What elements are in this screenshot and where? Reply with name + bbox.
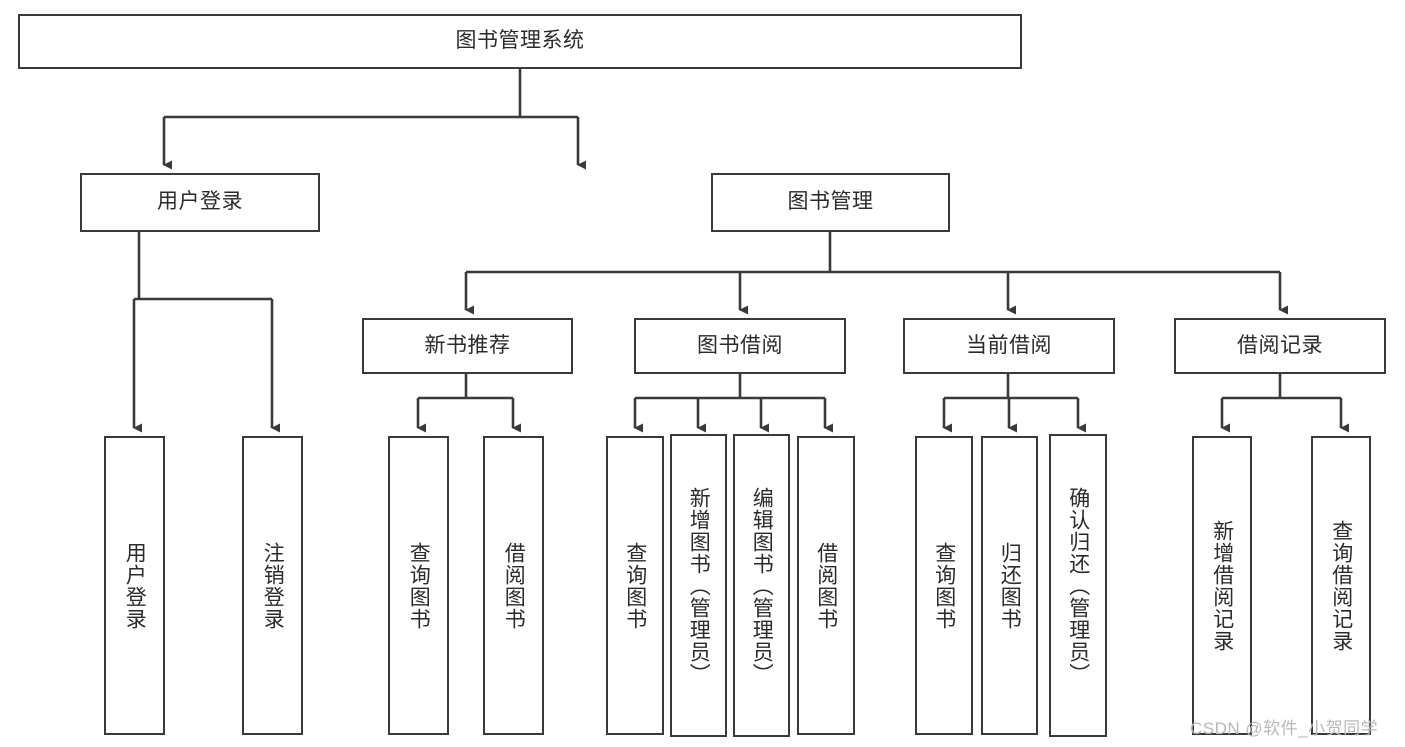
leaf-borrow-add-book-admin[interactable]: 新增图书（管理员） — [670, 434, 727, 737]
node-label: 用户登录 — [157, 190, 243, 214]
node-label: 注销登录 — [261, 541, 285, 630]
node-user-login[interactable]: 用户登录 — [80, 173, 320, 232]
leaf-user-login[interactable]: 用户登录 — [104, 436, 165, 735]
leaf-borrow-query-book[interactable]: 查询图书 — [606, 436, 664, 735]
node-current-borrow[interactable]: 当前借阅 — [903, 318, 1115, 374]
node-label: 图书管理系统 — [455, 29, 585, 53]
leaf-current-query-book[interactable]: 查询图书 — [915, 436, 973, 735]
node-label: 新增借阅记录 — [1210, 519, 1234, 652]
node-label: 借阅图书 — [502, 541, 526, 630]
leaf-current-confirm-return-admin[interactable]: 确认归还（管理员） — [1049, 434, 1107, 737]
leaf-newbook-borrow-book[interactable]: 借阅图书 — [483, 436, 544, 735]
node-label: 图书管理 — [787, 190, 874, 214]
node-label: 确认归还（管理员） — [1066, 486, 1090, 685]
leaf-records-add-record[interactable]: 新增借阅记录 — [1192, 436, 1252, 735]
node-borrow-records[interactable]: 借阅记录 — [1174, 318, 1386, 374]
node-new-book-recommend[interactable]: 新书推荐 — [362, 318, 573, 374]
leaf-records-query-record[interactable]: 查询借阅记录 — [1311, 436, 1371, 735]
node-label: 用户登录 — [123, 541, 147, 630]
node-label: 图书借阅 — [697, 333, 783, 357]
leaf-current-return-book[interactable]: 归还图书 — [981, 436, 1038, 735]
node-label: 借阅图书 — [814, 541, 838, 630]
csdn-watermark: CSDN @软件_小贺同学 — [1190, 719, 1379, 738]
node-label: 查询图书 — [623, 541, 647, 630]
node-label: 新书推荐 — [424, 333, 511, 357]
node-label: 新增图书（管理员） — [687, 486, 711, 685]
leaf-borrow-borrow-book[interactable]: 借阅图书 — [797, 436, 855, 735]
node-label: 查询图书 — [932, 541, 956, 630]
node-label: 查询借阅记录 — [1329, 519, 1353, 652]
node-label: 归还图书 — [998, 541, 1022, 630]
node-root-system[interactable]: 图书管理系统 — [18, 14, 1022, 69]
node-label: 编辑图书（管理员） — [750, 486, 774, 685]
node-book-borrow[interactable]: 图书借阅 — [634, 318, 846, 374]
node-book-management[interactable]: 图书管理 — [711, 173, 950, 232]
node-label: 借阅记录 — [1237, 333, 1323, 357]
leaf-user-logout[interactable]: 注销登录 — [242, 436, 303, 735]
node-label: 当前借阅 — [966, 333, 1052, 357]
node-label: 查询图书 — [407, 541, 431, 630]
leaf-borrow-edit-book-admin[interactable]: 编辑图书（管理员） — [733, 434, 790, 737]
leaf-newbook-query-book[interactable]: 查询图书 — [388, 436, 449, 735]
